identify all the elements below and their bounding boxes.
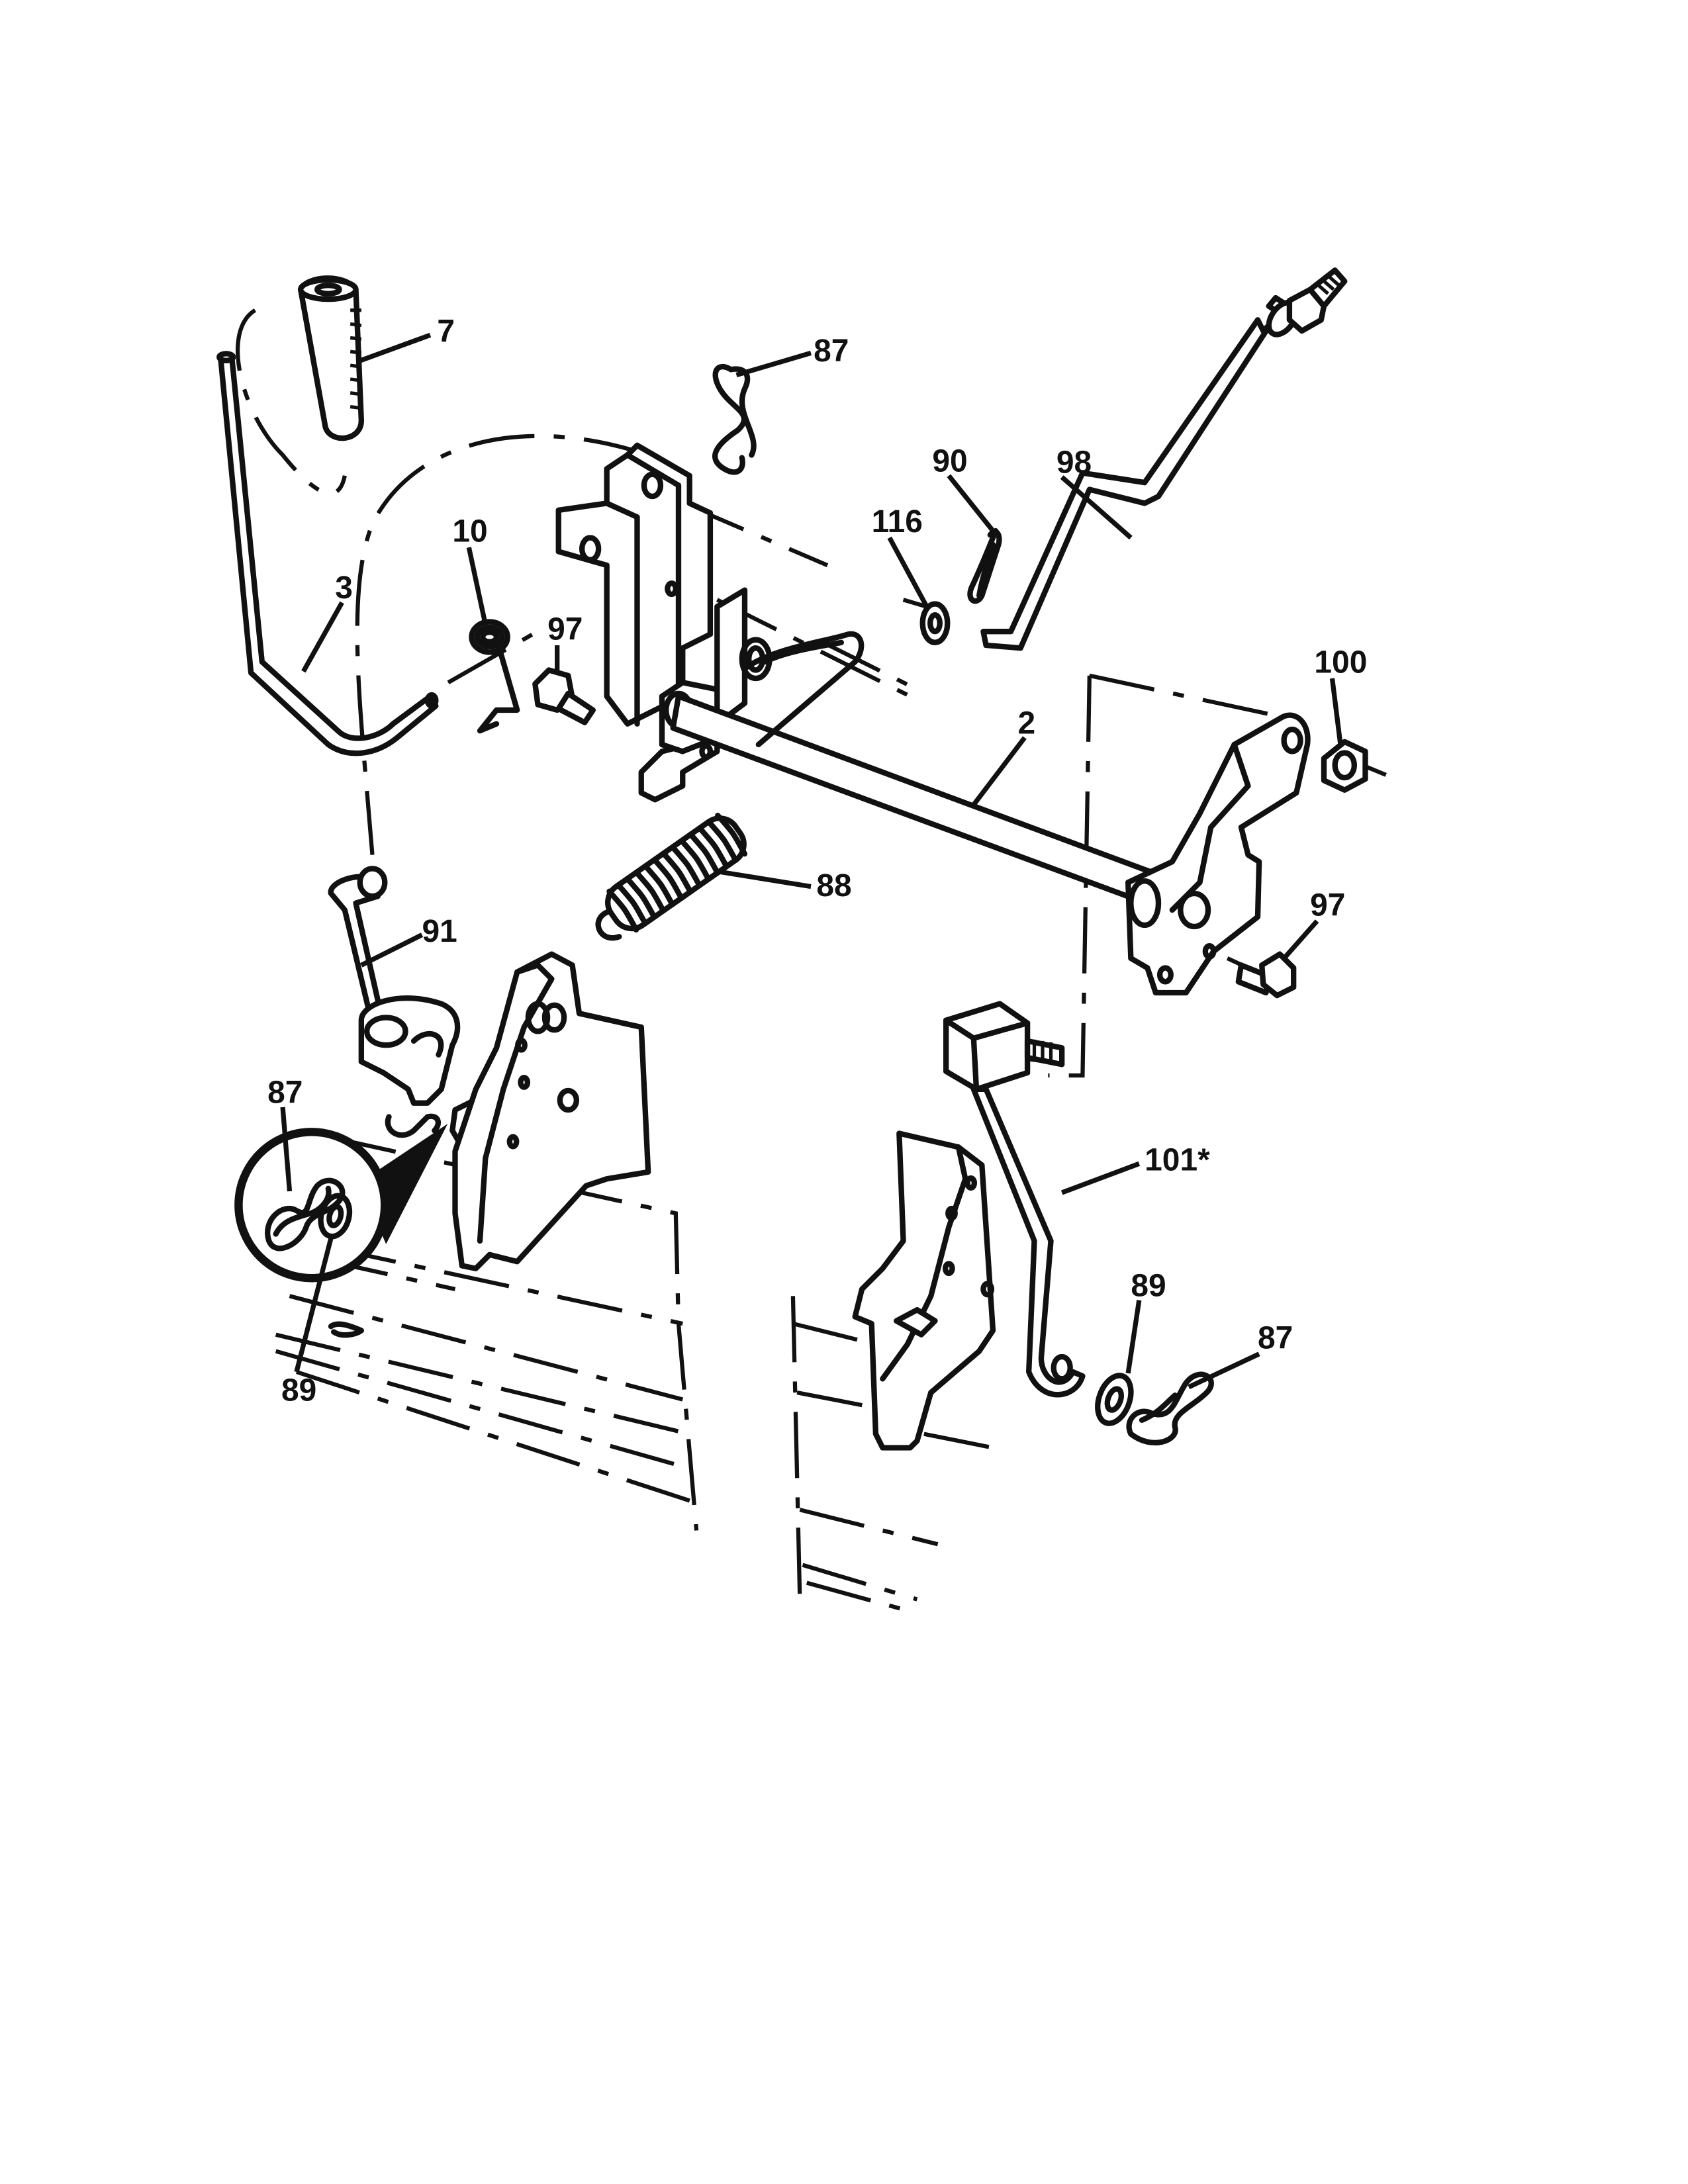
shoulder-bolt-upper (532, 667, 596, 725)
leader-lines (280, 332, 1343, 1390)
cotter-pin (967, 527, 1002, 604)
callout-87-top: 87 (814, 334, 849, 369)
flat-washer-116 (919, 601, 951, 646)
phantom-lines (236, 308, 1387, 1615)
shoulder-bolt-lower (1235, 951, 1297, 999)
callout-87-right: 87 (1258, 1320, 1293, 1355)
callout-labels: 7 87 90 98 116 10 3 97 100 2 88 97 91 87… (267, 314, 1367, 1408)
lift-link (328, 866, 388, 1017)
callout-116: 116 (872, 504, 923, 539)
callout-100: 100 (1314, 645, 1367, 680)
lift-handle-rod (216, 351, 439, 756)
hex-nut-100 (1321, 739, 1368, 793)
callout-88: 88 (816, 868, 851, 903)
callout-89-left: 89 (281, 1373, 316, 1408)
adjustment-rod (980, 267, 1348, 651)
lift-bracket-right (1125, 712, 1311, 996)
hairpin-clip-top (712, 363, 757, 475)
detail-callout (234, 1123, 448, 1338)
callout-7: 7 (437, 314, 455, 349)
callout-101: 101* (1145, 1143, 1210, 1178)
callout-97-lower: 97 (1310, 887, 1345, 923)
callout-3: 3 (335, 570, 353, 606)
deck-bracket-right (852, 1130, 996, 1451)
lift-bar-101 (943, 1001, 1086, 1398)
callout-89-right: 89 (1131, 1268, 1166, 1303)
callout-90: 90 (932, 444, 967, 479)
handle-grip (298, 275, 364, 441)
callout-97-upper: 97 (547, 612, 583, 647)
callout-98: 98 (1056, 445, 1092, 480)
callout-2: 2 (1018, 705, 1036, 741)
callout-91: 91 (422, 914, 457, 949)
washer-89-right (1095, 1373, 1134, 1426)
mounting-bracket (555, 442, 714, 727)
deck-bracket-left (452, 951, 651, 1271)
callout-87-left: 87 (267, 1075, 303, 1111)
callout-10: 10 (452, 514, 487, 549)
extension-spring (595, 812, 748, 941)
torsion-spring (469, 619, 520, 734)
